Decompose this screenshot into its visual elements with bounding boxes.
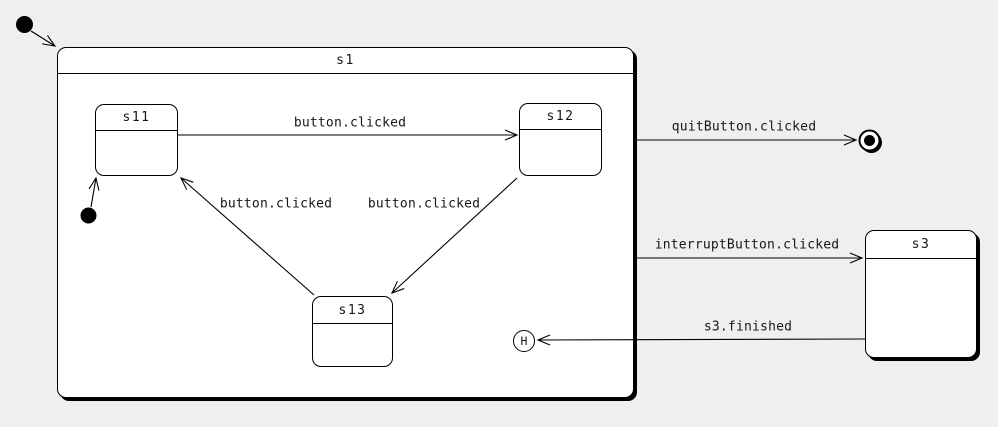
state-s12[interactable]: s12 bbox=[519, 103, 602, 176]
state-s1-title: s1 bbox=[58, 48, 633, 74]
final-state-icon bbox=[858, 129, 882, 153]
state-s3-title: s3 bbox=[866, 231, 976, 259]
transition-initial-to-s1 bbox=[30, 30, 57, 47]
state-s11-title: s11 bbox=[96, 105, 177, 131]
transition-label-s3-to-history: s3.finished bbox=[703, 319, 793, 335]
transition-label-s11-to-s12: button.clicked bbox=[293, 115, 407, 131]
transition-label-s1-to-final: quitButton.clicked bbox=[671, 119, 817, 135]
transition-label-s1-to-s3: interruptButton.clicked bbox=[654, 237, 840, 253]
transition-label-s12-to-s13: button.clicked bbox=[367, 196, 481, 212]
state-s11[interactable]: s11 bbox=[95, 104, 178, 176]
state-s13[interactable]: s13 bbox=[312, 296, 393, 367]
history-pseudostate-icon[interactable]: H bbox=[513, 330, 535, 352]
state-s13-title: s13 bbox=[313, 297, 392, 324]
state-s12-title: s12 bbox=[520, 104, 601, 130]
state-s3[interactable]: s3 bbox=[865, 230, 977, 358]
transition-label-s13-to-s11: button.clicked bbox=[219, 196, 333, 212]
initial-state-icon bbox=[16, 16, 33, 33]
